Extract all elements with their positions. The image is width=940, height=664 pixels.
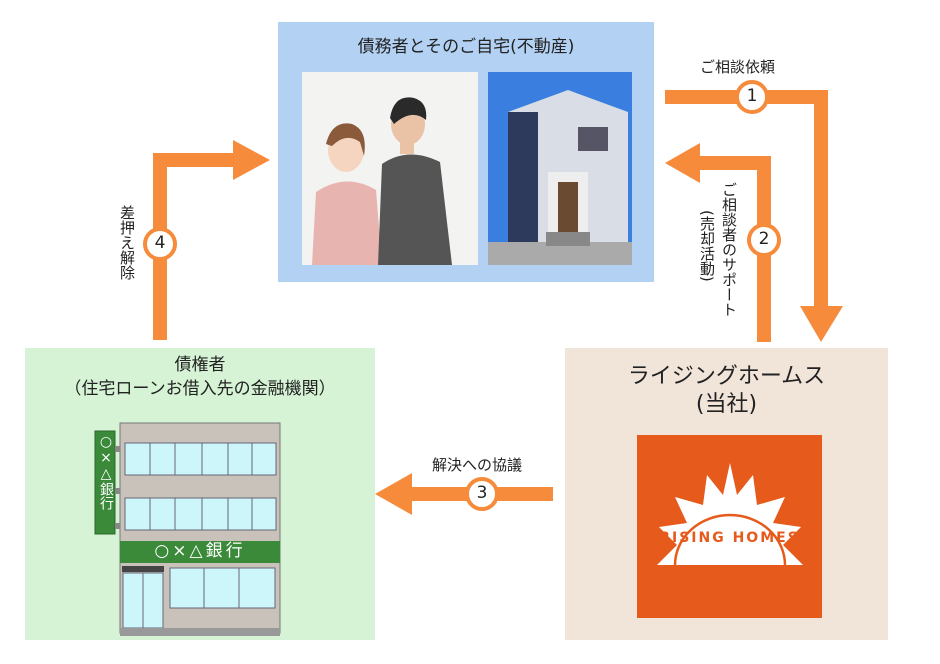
arrow-1-vertical xyxy=(814,90,828,308)
bank-vertical-sign: ○×△銀行 xyxy=(98,434,114,510)
arrow-4-horizontal xyxy=(153,153,235,167)
couple-photo xyxy=(302,72,478,265)
step-2-label: ご相談者のサポート xyxy=(720,182,738,317)
step-1-circle xyxy=(735,80,769,114)
bank-horizontal-sign: ○×△銀行 xyxy=(154,541,246,561)
creditor-title: 債権者 xyxy=(174,355,226,375)
house-photo xyxy=(488,72,632,265)
arrow-2-horizontal xyxy=(698,156,771,170)
step-3-circle xyxy=(465,477,499,511)
debtor-box: 債務者とそのご自宅(不動産) xyxy=(278,22,654,282)
step-4-number: 4 xyxy=(154,233,166,253)
creditor-subtitle: （住宅ローンお借入先の金融機関） xyxy=(64,379,336,399)
arrow-2-head xyxy=(665,143,700,183)
bank-building-illustration xyxy=(94,422,281,636)
step-1-label: ご相談依頼 xyxy=(700,58,776,76)
company-title: ライジングホームス xyxy=(627,364,826,389)
arrow-4-head xyxy=(233,140,270,180)
rising-homes-logo: RISING HOMES xyxy=(637,435,822,618)
step-2-number: 2 xyxy=(758,229,770,249)
step-4-label: 差押え解除 xyxy=(118,205,136,280)
step-2-sublabel: (売却活動) xyxy=(698,210,716,282)
debtor-title: 債務者とそのご自宅(不動産) xyxy=(357,37,575,57)
company-box: ライジングホームス (当社) RISING HOMES xyxy=(565,348,888,640)
arrow-3-head xyxy=(375,473,412,515)
step-3-label: 解決への協議 xyxy=(432,456,523,474)
step-1-number: 1 xyxy=(746,86,758,106)
logo-text: RISING HOMES xyxy=(659,530,800,546)
creditor-box: 債権者 （住宅ローンお借入先の金融機関） ○×△銀行 ○×△銀行 xyxy=(25,348,375,640)
company-subtitle: (当社) xyxy=(695,392,758,417)
step-3-number: 3 xyxy=(476,483,488,503)
step-4-circle xyxy=(143,227,177,261)
arrow-1-head xyxy=(800,306,843,342)
step-2-circle xyxy=(747,223,781,257)
